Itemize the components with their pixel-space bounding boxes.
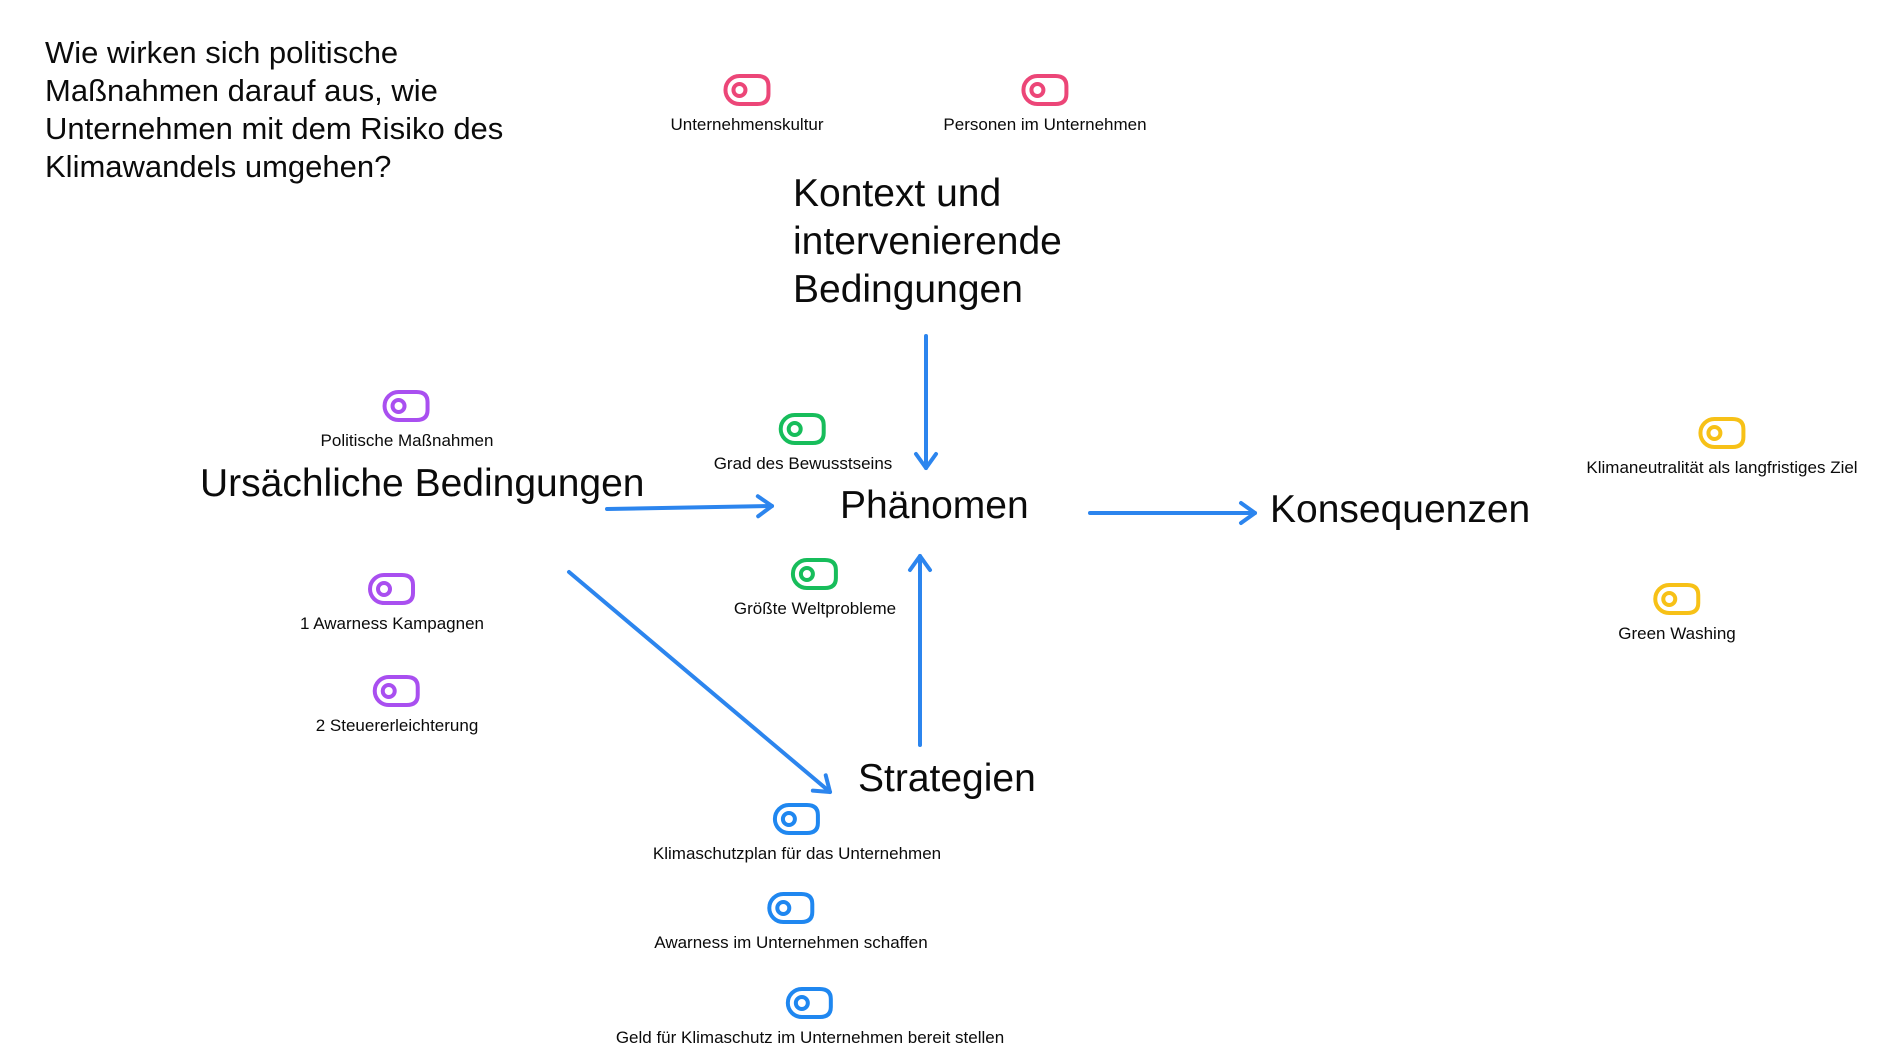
heading-kontext[interactable]: Kontext und intervenierende Bedingungen xyxy=(793,172,1062,311)
arrow-ursaechliche-to-phaenomen[interactable] xyxy=(605,494,774,519)
code-toggle-icon xyxy=(791,558,838,590)
code-tag-personen-im-unternehmen[interactable]: Personen im Unternehmen xyxy=(943,72,1147,135)
code-toggle-icon xyxy=(723,74,770,106)
code-label: Unternehmenskultur xyxy=(670,115,824,134)
code-label: Personen im Unternehmen xyxy=(943,115,1147,134)
code-label: 1 Awarness Kampagnen xyxy=(300,614,484,633)
code-label: Green Washing xyxy=(1618,624,1736,643)
heading-ursaechliche-bedingungen[interactable]: Ursächliche Bedingungen xyxy=(200,462,645,505)
code-tag-unternehmenskultur[interactable]: Unternehmenskultur xyxy=(670,72,824,135)
code-label: Geld für Klimaschutz im Unternehmen bere… xyxy=(615,1028,1005,1047)
code-label: Politische Maßnahmen xyxy=(320,431,494,450)
code-tag-klimaschutzplan[interactable]: Klimaschutzplan für das Unternehmen xyxy=(653,801,941,864)
code-label: Klimaschutzplan für das Unternehmen xyxy=(652,844,942,863)
heading-konsequenzen[interactable]: Konsequenzen xyxy=(1270,488,1531,531)
arrow-ursaechliche-to-strategien[interactable] xyxy=(567,570,832,794)
code-toggle-icon xyxy=(773,803,820,835)
code-tag-steuererleichterung[interactable]: 2 Steuererleichterung xyxy=(315,673,479,736)
code-toggle-icon xyxy=(1021,74,1068,106)
code-tag-grad-des-bewusstseins[interactable]: Grad des Bewusstseins xyxy=(713,411,893,474)
code-toggle-icon xyxy=(1698,417,1745,449)
code-tag-politische-massnahmen[interactable]: Politische Maßnahmen xyxy=(320,388,494,451)
code-tag-green-washing[interactable]: Green Washing xyxy=(1618,581,1736,644)
code-label: Größte Weltprobleme xyxy=(733,599,897,618)
code-toggle-icon xyxy=(373,675,420,707)
code-toggle-icon xyxy=(368,573,415,605)
code-label: Awarness im Unternehmen schaffen xyxy=(654,933,928,952)
heading-strategien[interactable]: Strategien xyxy=(858,757,1036,800)
heading-phaenomen[interactable]: Phänomen xyxy=(840,484,1029,527)
code-label: 2 Steuererleichterung xyxy=(315,716,479,735)
code-toggle-icon xyxy=(786,987,833,1019)
research-question-text[interactable]: Wie wirken sich politische Maßnahmen dar… xyxy=(45,35,504,184)
code-toggle-icon xyxy=(1653,583,1700,615)
code-toggle-icon xyxy=(767,892,814,924)
code-tag-geld-fuer-klimaschutz[interactable]: Geld für Klimaschutz im Unternehmen bere… xyxy=(616,985,1004,1048)
code-tag-groesste-weltprobleme[interactable]: Größte Weltprobleme xyxy=(734,556,896,619)
code-tag-klimaneutralitaet[interactable]: Klimaneutralität als langfristiges Ziel xyxy=(1586,415,1858,478)
code-tag-awarness-kampagnen[interactable]: 1 Awarness Kampagnen xyxy=(300,571,484,634)
code-toggle-icon xyxy=(779,413,826,445)
code-tag-awarness-im-unternehmen[interactable]: Awarness im Unternehmen schaffen xyxy=(654,890,928,953)
code-label: Klimaneutralität als langfristiges Ziel xyxy=(1586,458,1858,477)
code-label: Grad des Bewusstseins xyxy=(713,454,893,473)
code-toggle-icon xyxy=(383,390,430,422)
